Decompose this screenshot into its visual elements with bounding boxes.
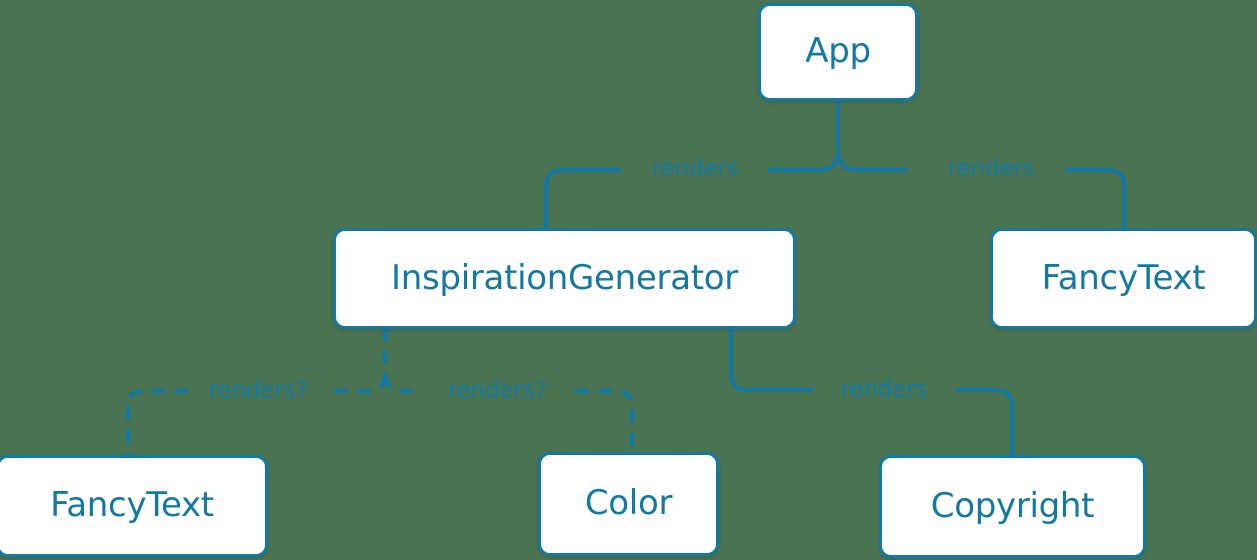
edge-inspirationgenerator-to-copyright-tail [955, 388, 1014, 457]
node-copyright-label: Copyright [930, 485, 1095, 526]
edge-app-junction-right [836, 152, 908, 172]
edge-label-app-to-fancytext: renders [947, 155, 1035, 182]
node-color-label: Color [584, 483, 673, 523]
node-copyright[interactable]: Copyright [879, 455, 1146, 558]
node-fancytext-left-label: FancyText [50, 485, 214, 525]
node-color[interactable]: Color [538, 452, 719, 556]
edge-label-inspirationgenerator-to-copyright: renders [840, 376, 928, 403]
node-inspirationgenerator-label: InspirationGenerator [391, 257, 738, 298]
edge-app-junction-left [768, 152, 840, 172]
node-app-label: App [805, 31, 871, 71]
edge-inspirationgenerator-to-copyright [729, 327, 814, 392]
node-fancytext-left[interactable]: FancyText [0, 455, 268, 557]
node-fancytext-right-label: FancyText [1041, 257, 1206, 298]
edge-dashed-junction-left [327, 374, 388, 394]
edge-inspirationgenerator-to-color [574, 388, 635, 455]
edge-inspirationgenerator-to-fancytext-left [125, 388, 189, 458]
node-inspirationgenerator[interactable]: InspirationGenerator [333, 228, 796, 329]
node-fancytext-right[interactable]: FancyText [990, 228, 1257, 329]
node-app[interactable]: App [758, 3, 918, 101]
edge-app-to-fancytext [1065, 168, 1126, 230]
edge-label-inspirationgenerator-to-fancytext: renders? [208, 377, 308, 404]
edge-label-inspirationgenerator-to-color: renders? [447, 377, 547, 404]
edge-label-app-to-inspirationgenerator: renders [651, 155, 739, 182]
edge-app-to-inspirationgenerator [544, 168, 622, 230]
edge-dashed-junction-right [382, 374, 415, 394]
